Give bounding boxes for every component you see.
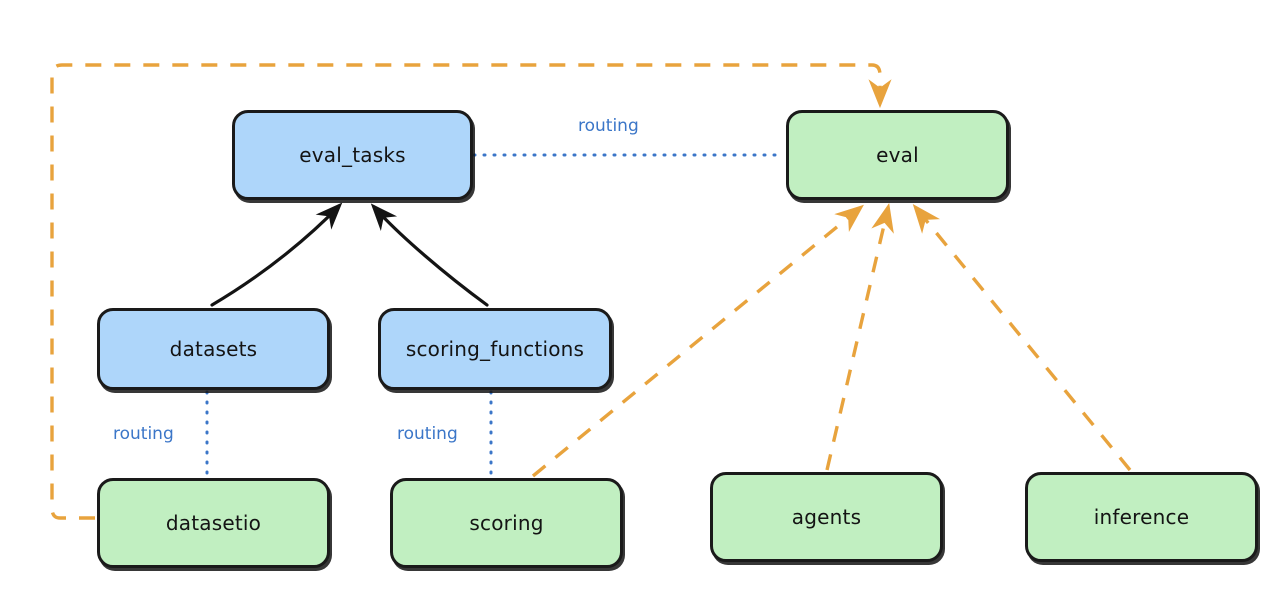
edge-agents-eval — [825, 203, 894, 471]
node-label-scoring-functions: scoring_functions — [405, 337, 585, 361]
node-label-inference: inference — [1093, 505, 1190, 529]
node-label-eval: eval — [876, 143, 919, 167]
edge-label-routing-eval-tasks: routing — [578, 116, 639, 136]
node-label-eval-tasks: eval_tasks — [299, 143, 406, 167]
node-eval-tasks[interactable]: eval_tasks — [232, 110, 473, 200]
node-label-datasets: datasets — [169, 337, 258, 361]
node-label-scoring: scoring — [469, 511, 544, 535]
node-inference[interactable]: inference — [1025, 472, 1258, 562]
node-eval[interactable]: eval — [786, 110, 1009, 200]
node-scoring-functions[interactable]: scoring_functions — [378, 308, 612, 390]
node-datasetio[interactable]: datasetio — [97, 478, 330, 568]
node-agents[interactable]: agents — [710, 472, 943, 562]
edge-label-routing-scoring-functions: routing — [397, 424, 458, 444]
edge-scoring_functions-eval_tasks — [370, 203, 489, 307]
edge-inference-eval — [912, 204, 1132, 472]
node-label-agents: agents — [791, 505, 862, 529]
node-label-datasetio: datasetio — [165, 511, 262, 535]
edge-datasets-eval_tasks — [210, 202, 343, 307]
node-datasets[interactable]: datasets — [97, 308, 330, 390]
node-scoring[interactable]: scoring — [390, 478, 623, 568]
edge-datasetio-eval — [50, 63, 892, 520]
edge-scoring-eval — [531, 204, 864, 478]
edge-label-routing-datasets: routing — [113, 424, 174, 444]
